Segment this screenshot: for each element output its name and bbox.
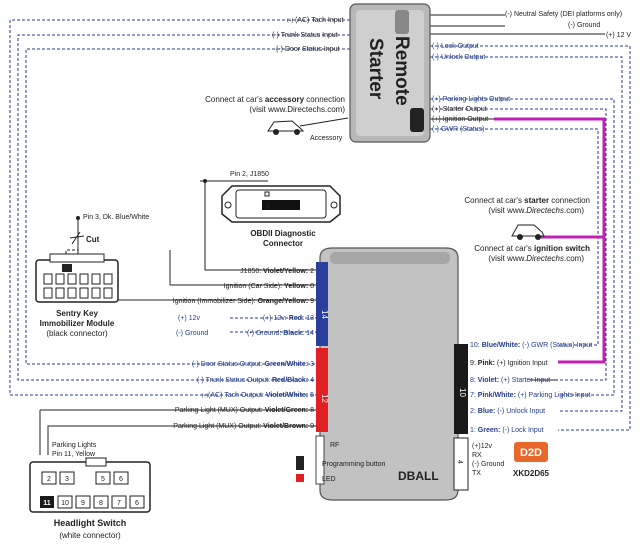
- d2d-logo: D2D: [514, 442, 548, 462]
- headlight-title1: Headlight Switch: [54, 518, 127, 528]
- starter-label: Starter: [365, 38, 386, 100]
- accessory-note-line2: (visit www.Directechs.com): [249, 105, 345, 114]
- tach-input-prefix: (+): [287, 18, 294, 24]
- obd-title1: OBDII Diagnostic: [250, 229, 316, 238]
- remote-starter-unit: Remote Starter: [349, 3, 431, 143]
- ign-imm-label: Ignition (Immobilizer Side): Orange/Yell…: [173, 298, 314, 305]
- accessory-label: Accessory: [310, 135, 343, 142]
- starter-input-label: 8: Violet: (+) Starter Input: [470, 377, 550, 384]
- headlight-title2: (white connector): [59, 531, 121, 540]
- hl-pin-3: 3: [65, 476, 69, 483]
- park-input-label: 7: Pink/White: (+) Parking Lights Input: [470, 392, 590, 399]
- v12-right-label: (+) 12v: Red: 13: [263, 315, 314, 322]
- remote-label: Remote: [391, 36, 412, 106]
- gwr-input-label: 10: Blue/White: (-) GWR (Status) Input: [470, 342, 592, 349]
- hl-pin-6b: 6: [135, 500, 139, 507]
- starter-output-label: (+) Starter Output: [432, 106, 487, 113]
- neutral-safety-label: (-) Neutral Safety (DEI platforms only): [505, 11, 622, 18]
- hl-pin-6: 6: [119, 476, 123, 483]
- cut-label: Cut: [86, 235, 100, 244]
- ignition-wire: [494, 117, 606, 364]
- v12-left-label: (+) 12v: [178, 315, 200, 322]
- conn12-num: 12: [320, 394, 329, 403]
- parking-output-label: (+) Parking Lights Output: [432, 96, 510, 103]
- headlight-connector: [29, 457, 151, 513]
- d2d-logo-text: D2D: [520, 447, 542, 459]
- dashed-wires: [9, 19, 631, 431]
- j1850-label: J1850: Violet/Yellow: 2: [240, 268, 314, 275]
- hl-pin-10: 10: [61, 500, 69, 507]
- conn4-tx: TX: [472, 470, 481, 477]
- ignition-note-line2: (visit www.Directechs.com): [488, 254, 584, 263]
- dball-module: [296, 247, 469, 501]
- tach-input-label: (AC) Tach Input: [295, 17, 344, 24]
- conn14-housing: [316, 262, 328, 346]
- hl-pin-8: 8: [99, 500, 103, 507]
- accessory-car-icon: [267, 120, 305, 135]
- prog-button-label: Programming button: [322, 461, 386, 468]
- door-input-label: (-) Door Status Input: [276, 46, 339, 53]
- lock-output-label: (-) Lock Output: [432, 43, 479, 50]
- conn4-num: 4: [456, 460, 463, 464]
- dball-label: DBALL: [398, 469, 439, 483]
- svg-text:2: 2: [266, 203, 270, 210]
- trunk-output-label: (-) Trunk Status Output: Red/Black: 4: [197, 377, 314, 384]
- sentry-title1: Sentry Key: [56, 309, 98, 318]
- ignition-output-label: (+) Ignition Output: [432, 116, 488, 123]
- starter-car-icon: [511, 224, 545, 240]
- v12-label: (+) 12 V: [606, 32, 631, 39]
- obd-title2: Connector: [263, 239, 303, 248]
- gwr-output-label: (-) GWR (Status): [432, 126, 485, 133]
- hl-pin-5: 5: [101, 476, 105, 483]
- rf-label: RF: [330, 442, 339, 449]
- obd-connector: 2: [221, 185, 341, 223]
- sentry-pin-label: Pin 3, Dk. Blue/White: [83, 214, 149, 221]
- gnd-right-label: (-) Ground: Black: 14: [247, 330, 314, 337]
- headlight-park2: Pin 11, Yellow: [52, 451, 96, 458]
- lock-input-label: 1: Green: (-) Lock Input: [470, 427, 544, 434]
- starter-note-line1: Connect at car's starter connection: [464, 196, 590, 205]
- conn14-num: 14: [320, 310, 329, 319]
- ignition-note-line1: Connect at car's ignition switch: [474, 244, 590, 253]
- headlight-park1: Parking Lights: [52, 442, 97, 449]
- programming-button: [296, 456, 304, 470]
- accessory-note-line1: Connect at car's accessory connection: [205, 95, 345, 104]
- sentry-title2: Immobilizer Module: [40, 319, 115, 328]
- led-label: LED: [322, 476, 336, 483]
- tach-output-label: (+)(AC) Tach Output: Violet/White: 5: [202, 392, 314, 399]
- model-label: XKD2D65: [513, 469, 550, 478]
- gnd-left-label: (-) Ground: [176, 330, 208, 337]
- hl-pin-11: 11: [43, 500, 51, 507]
- ign-car-label: Ignition (Car Side): Yellow: 8: [224, 283, 314, 290]
- conn4-12v: (+)12v: [472, 443, 493, 450]
- conn4-rx: RX: [472, 452, 482, 459]
- hl-pin-7: 7: [117, 500, 121, 507]
- conn10-num: 10: [458, 388, 467, 397]
- unlock-input-label: 2: Blue: (-) Unlock Input: [470, 408, 545, 415]
- park-green-label: Parking Light (MUX) Output: Violet/Green…: [175, 407, 314, 414]
- trunk-input-label: (-) Trunk Status Input: [272, 32, 338, 39]
- hl-pin-9: 9: [81, 500, 85, 507]
- sentry-connector: [35, 253, 119, 303]
- obd-pin-label: Pin 2, J1850: [230, 171, 269, 178]
- hl-pin-2: 2: [47, 476, 51, 483]
- conn4-gnd: (-) Ground: [472, 461, 504, 468]
- ign-input-label: 9: Pink: (+) Ignition Input: [470, 360, 548, 367]
- conn4-housing: [453, 437, 469, 491]
- ground-label: (-) Ground: [568, 22, 600, 29]
- conn10-housing: [454, 344, 468, 434]
- door-output-label: (-) Door Status Output: Green/White: 3: [192, 361, 314, 368]
- starter-note-line2: (visit www.Directechs.com): [488, 206, 584, 215]
- led-indicator: [296, 474, 304, 482]
- conn12-housing: [316, 348, 328, 432]
- unlock-output-label: (-) Unlock Output: [432, 54, 485, 61]
- park-brown-label: Parking Light (MUX) Output: Violet/Brown…: [173, 423, 314, 430]
- sentry-title3: (black connector): [46, 329, 108, 338]
